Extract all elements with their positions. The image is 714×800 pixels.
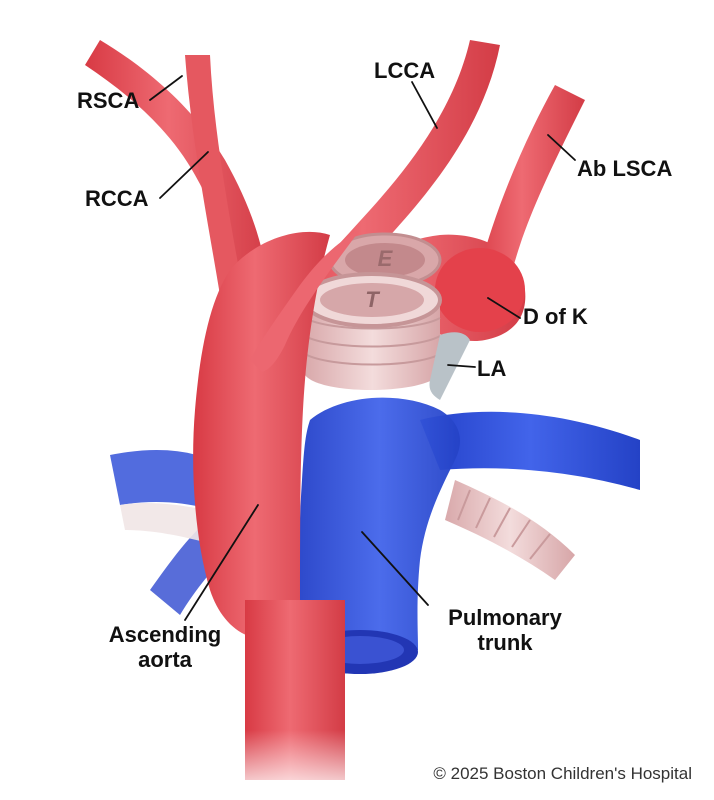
leader-rsca: [149, 75, 183, 101]
label-pulmonary-line1: Pulmonary: [448, 605, 562, 630]
ascending-aorta: [193, 231, 330, 640]
diverticulum-of-kommerell: [435, 248, 525, 332]
ligamentum-arteriosum: [429, 332, 470, 400]
leader-ab-lsca: [547, 134, 576, 161]
leader-la: [447, 364, 476, 368]
esophagus-letter: E: [377, 246, 393, 271]
right-pulmonary-branch: [420, 411, 640, 490]
trachea-bronchus: [445, 480, 575, 580]
label-lcca: LCCA: [374, 58, 436, 83]
label-pulmonary-line2: trunk: [477, 630, 533, 655]
label-pulmonary-trunk: Pulmonary trunk: [430, 605, 580, 655]
trachea-letter: T: [365, 287, 379, 312]
leader-lcca: [411, 81, 438, 129]
leader-pulmonary-trunk: [361, 531, 429, 606]
label-ascending-line2: aorta: [138, 647, 192, 672]
label-rcca: RCCA: [85, 186, 149, 211]
pulmonary-trunk: [298, 397, 460, 665]
label-ascending-aorta: Ascending aorta: [95, 622, 235, 672]
label-ascending-line1: Ascending: [108, 622, 222, 647]
label-ab-lsca: Ab LSCA: [577, 156, 673, 181]
label-d-of-k: D of K: [523, 304, 588, 329]
leader-ascending-aorta: [184, 504, 259, 621]
leader-rcca: [159, 151, 209, 199]
leader-d-of-k: [487, 297, 521, 319]
label-la: LA: [477, 356, 507, 381]
label-rsca: RSCA: [77, 88, 140, 113]
right-common-carotid-artery: [185, 55, 250, 333]
copyright-credit: © 2025 Boston Children's Hospital: [433, 764, 692, 783]
